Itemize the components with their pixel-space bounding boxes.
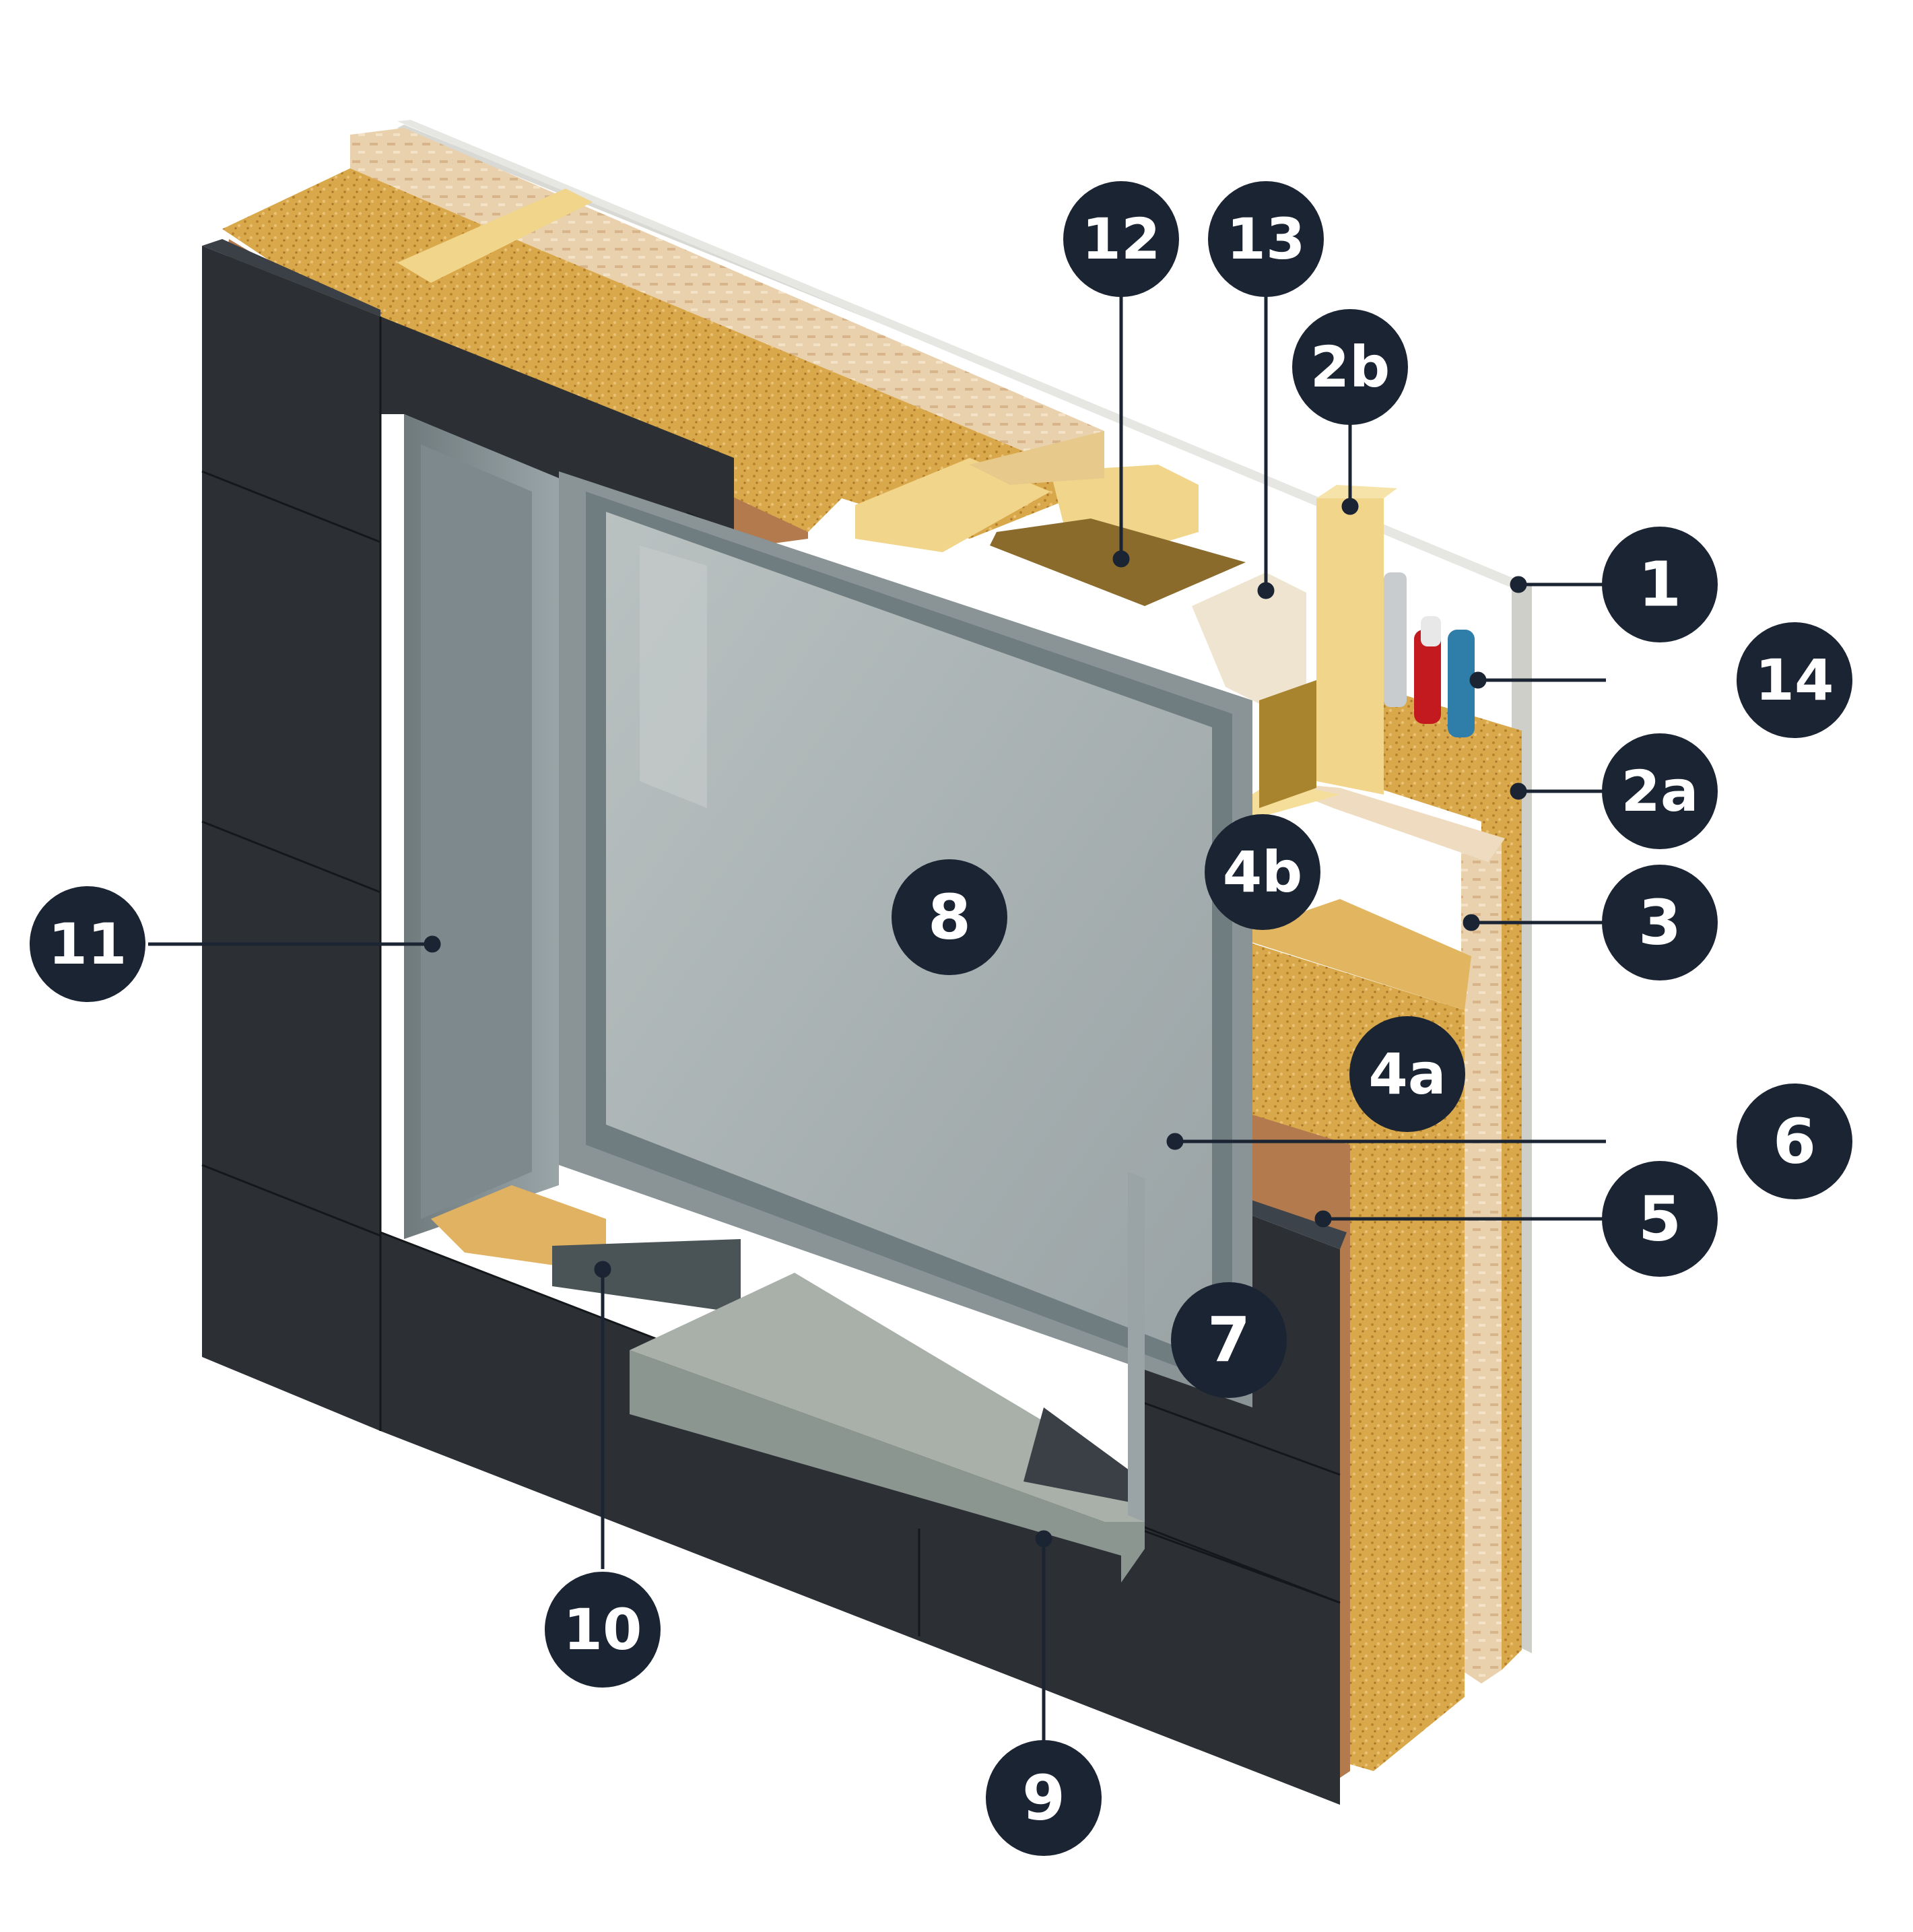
- svg-text:9: 9: [1022, 1762, 1065, 1834]
- cladding-top-left-cap: [202, 239, 380, 317]
- service-batten: [1316, 498, 1384, 795]
- timber-top-b: [855, 458, 1050, 552]
- svg-text:7: 7: [1207, 1304, 1250, 1376]
- callout-10: 10: [545, 1572, 661, 1688]
- cable-red: [1414, 630, 1441, 724]
- callout-2a: 2a: [1602, 733, 1718, 849]
- callout-9: 9: [986, 1740, 1102, 1856]
- window-sill-front: [630, 1350, 1145, 1583]
- svg-text:4a: 4a: [1368, 1041, 1446, 1107]
- callout-14: 14: [1737, 622, 1852, 738]
- svg-text:8: 8: [928, 881, 971, 954]
- reveal-liner: [1192, 572, 1306, 707]
- callout-6: 6: [1737, 1084, 1852, 1199]
- timber-top-d: [970, 431, 1104, 485]
- glass-highlight: [640, 545, 707, 808]
- callout-8: 8: [892, 859, 1007, 975]
- callout-2b: 2b: [1292, 309, 1408, 425]
- svg-text:5: 5: [1638, 1183, 1681, 1255]
- svg-text:1: 1: [1638, 549, 1681, 621]
- callout-13: 13: [1208, 181, 1324, 297]
- svg-text:2b: 2b: [1310, 334, 1390, 400]
- reveal-insulation-side: [1259, 680, 1316, 808]
- service-batten-top: [1316, 485, 1397, 498]
- svg-text:6: 6: [1773, 1106, 1816, 1178]
- svg-text:3: 3: [1638, 887, 1681, 959]
- svg-text:13: 13: [1227, 206, 1306, 272]
- window-sill-top: [630, 1273, 1145, 1522]
- callout-12: 12: [1063, 181, 1179, 297]
- callout-4b: 4b: [1205, 814, 1320, 930]
- svg-text:14: 14: [1755, 647, 1834, 713]
- reveal-left-face: [421, 444, 532, 1219]
- cladding-head: [380, 317, 734, 552]
- callout-4a: 4a: [1349, 1016, 1465, 1132]
- osb-board: [1333, 788, 1502, 1684]
- svg-text:2a: 2a: [1621, 758, 1698, 824]
- svg-text:12: 12: [1082, 206, 1161, 272]
- window-sill-shadow: [1023, 1407, 1145, 1505]
- callout-1: 1: [1602, 527, 1718, 642]
- svg-text:4b: 4b: [1223, 839, 1303, 905]
- cable-white: [1421, 616, 1441, 646]
- cladding-left: [202, 246, 380, 1431]
- timber-top-a: [397, 189, 593, 283]
- plaster-top: [397, 120, 1532, 589]
- reveal-right-trim: [1128, 1172, 1145, 1522]
- cladding-bottom: [380, 1232, 1340, 1805]
- svg-text:10: 10: [564, 1597, 642, 1663]
- callout-3: 3: [1602, 865, 1718, 980]
- cable-grey: [1384, 572, 1407, 707]
- osb-top-face: [1266, 781, 1505, 862]
- leaders: [148, 293, 1606, 1744]
- main-insulation-top: [1232, 899, 1471, 1010]
- cable-blue: [1448, 630, 1475, 737]
- callout-5: 5: [1602, 1161, 1718, 1277]
- callout-11: 11: [30, 886, 145, 1002]
- sub-sill: [552, 1239, 741, 1313]
- callout-7: 7: [1171, 1282, 1287, 1398]
- svg-text:11: 11: [48, 911, 127, 977]
